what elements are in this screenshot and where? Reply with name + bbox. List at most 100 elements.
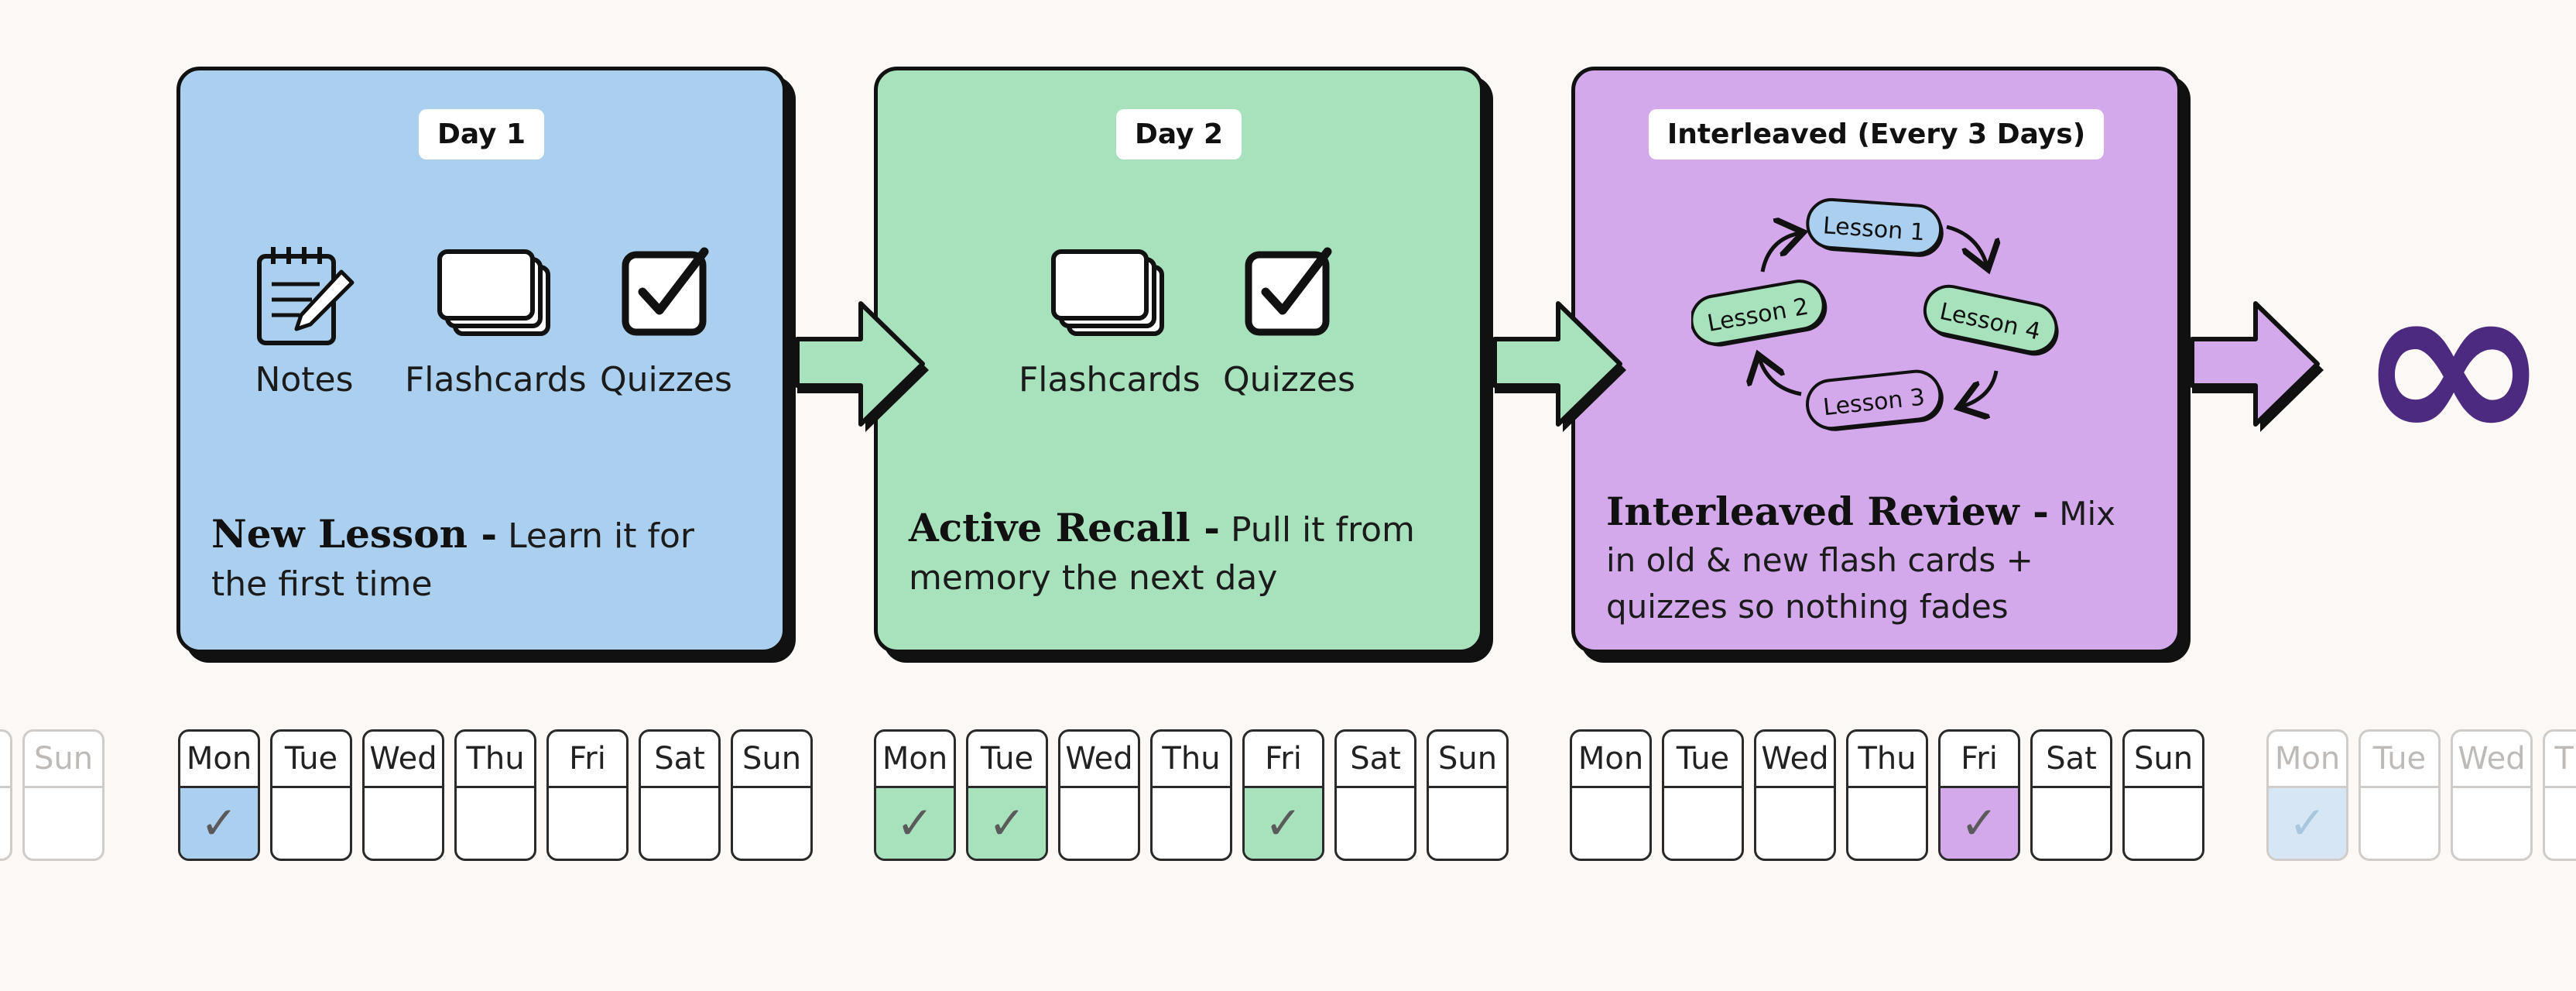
day-label: Sun <box>1429 732 1506 788</box>
day-box <box>1429 788 1506 859</box>
day-label: Tue <box>272 732 350 788</box>
day-box <box>1848 788 1926 859</box>
day-box <box>25 788 102 859</box>
cycle-arrow <box>1760 233 1800 273</box>
day-box <box>272 788 350 859</box>
quizzes-icon <box>622 247 709 336</box>
cycle-arrow <box>1946 225 1987 266</box>
stage-text: Learn it for the first time <box>211 516 695 604</box>
checkmark-icon: ✓ <box>896 797 934 849</box>
day-cell-sun: Sun <box>1427 729 1509 861</box>
lesson-cycle-diagram: Lesson 1 Lesson 2 Lesson 3 Lesson 4 <box>1691 197 2059 431</box>
quizzes-label: Quizzes <box>600 360 732 399</box>
day-cell-mon: Mon ✓ <box>178 729 260 861</box>
lesson-pill-1: Lesson 1 <box>1806 197 1944 257</box>
flashcards-icon <box>1051 249 1165 336</box>
day-box <box>733 788 810 859</box>
day-cell-tue: Tue <box>270 729 352 861</box>
stage-title: New Lesson - <box>211 511 498 557</box>
checkmark-icon: ✓ <box>988 797 1026 849</box>
quizzes-label: Quizzes <box>1223 360 1355 399</box>
stage-panel-interleaved: Interleaved (Every 3 Days) Lesson 1 Less… <box>1571 67 2191 663</box>
day-box: ✓ <box>876 788 954 859</box>
day-cell-wed: Wed <box>362 729 444 861</box>
checkmark-icon: ✓ <box>1264 797 1303 849</box>
day-box <box>2453 788 2530 859</box>
stage-tag: Day 2 <box>1115 109 1242 159</box>
flashcards-icon <box>437 249 551 336</box>
day-label: Sat <box>1337 732 1414 788</box>
day-box <box>2545 788 2576 859</box>
day-label: Wed <box>1756 732 1834 788</box>
stage-description: New Lesson - Learn it for the first time <box>211 510 752 609</box>
arrow-right-icon <box>795 301 929 432</box>
day-box: ✓ <box>1245 788 1322 859</box>
cycle-arrow <box>1759 358 1802 396</box>
checkmark-icon: ✓ <box>2288 797 2327 849</box>
day-cell-fri: Fri✓ <box>1242 729 1324 861</box>
stage-description: Interleaved Review - Mix in old & new fl… <box>1606 489 2146 630</box>
panel-face: Interleaved (Every 3 Days) Lesson 1 Less… <box>1571 67 2181 653</box>
flashcards-group: Flashcards <box>1019 241 1201 399</box>
day-cell-mon: Mon ✓ <box>2266 729 2348 861</box>
day-cell-tue: Tue ✓ <box>966 729 1048 861</box>
infinity-icon: ∞ <box>2357 228 2550 499</box>
day-label: Sat <box>0 732 10 788</box>
day-cell-wed: Wed <box>1058 729 1140 861</box>
day-label: Mon <box>1572 732 1649 788</box>
day-box <box>457 788 534 859</box>
flashcards-group: Flashcards <box>405 241 587 399</box>
day-box <box>549 788 626 859</box>
notes-icon <box>257 247 355 345</box>
day-cell-sat: Sat <box>0 729 12 861</box>
cycle-arrow <box>1962 370 1999 406</box>
day-label: Tue <box>1664 732 1742 788</box>
day-cell-sat: Sat <box>2030 729 2112 861</box>
day-label: Fri <box>549 732 626 788</box>
day-label: Mon <box>876 732 954 788</box>
day-label: Thu <box>1848 732 1926 788</box>
day-cell-mon: Mon ✓ <box>874 729 956 861</box>
day-box: ✓ <box>1941 788 2018 859</box>
stage-title: Interleaved Review - <box>1606 489 2049 534</box>
arrow-right-icon <box>2190 301 2324 432</box>
checkmark-icon: ✓ <box>200 797 238 849</box>
lesson-pill-4: Lesson 4 <box>1923 284 2059 356</box>
notes-group: Notes <box>250 241 358 399</box>
day-cell-thu: Thu <box>454 729 536 861</box>
day-label: Thu <box>1153 732 1230 788</box>
day-cell-mon: Mon <box>1570 729 1652 861</box>
quizzes-group: Quizzes <box>1223 241 1355 399</box>
day-box <box>2361 788 2438 859</box>
stage-panel-day2: Day 2 Flashcards Quizzes Active Recall -… <box>874 67 1493 663</box>
day-box <box>1337 788 1414 859</box>
day-label: Mon <box>2269 732 2346 788</box>
day-box <box>1756 788 1834 859</box>
day-label: Sat <box>641 732 718 788</box>
day-label: Wed <box>2453 732 2530 788</box>
lesson-pill-2: Lesson 2 <box>1691 279 1828 347</box>
day-box <box>2033 788 2110 859</box>
day-box <box>0 788 10 859</box>
day-label: Mon <box>180 732 258 788</box>
stage-tag: Day 1 <box>418 109 545 159</box>
quizzes-icon <box>1245 247 1332 336</box>
day-label: Wed <box>365 732 442 788</box>
flashcards-label: Flashcards <box>405 360 587 399</box>
day-box <box>1572 788 1649 859</box>
notes-label: Notes <box>255 360 354 399</box>
quizzes-group: Quizzes <box>600 241 732 399</box>
flashcards-label: Flashcards <box>1019 360 1201 399</box>
day-label: Thu <box>2545 732 2576 788</box>
day-cell-sun: Sun <box>22 729 104 861</box>
day-box <box>1664 788 1742 859</box>
day-cell-tue: Tue <box>1662 729 1744 861</box>
day-cell-sun: Sun <box>2122 729 2204 861</box>
day-label: Sun <box>2125 732 2202 788</box>
day-label: Tue <box>968 732 1046 788</box>
day-box <box>1060 788 1138 859</box>
arrow-right-icon <box>1492 301 1626 432</box>
stage-panel-day1: Day 1 Notes Flashcards <box>176 67 796 663</box>
day-box <box>365 788 442 859</box>
checkmark-icon: ✓ <box>1960 797 1999 849</box>
